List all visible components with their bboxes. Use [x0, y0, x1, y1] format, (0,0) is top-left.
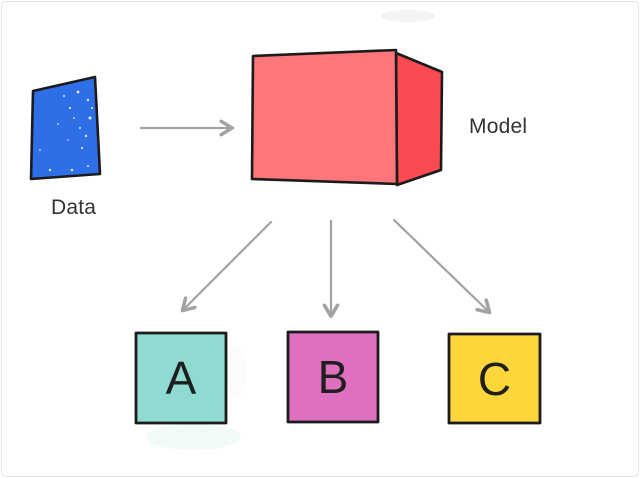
data-node-label: Data [51, 196, 97, 219]
output-box-b [286, 330, 380, 424]
output-box-a-shape [134, 331, 228, 425]
model-node [250, 48, 444, 187]
output-box-c-label: C [477, 352, 512, 405]
sketch-smudges [145, 10, 435, 450]
data-node [29, 75, 102, 181]
data-node-shape [29, 75, 102, 181]
output-box-c [447, 332, 542, 425]
arrow-model-to-c [392, 218, 492, 315]
output-box-b-shape [286, 330, 380, 424]
output-box-c-shape [447, 332, 542, 425]
arrow-model-to-a [180, 220, 273, 313]
sketch-speckles [39, 90, 93, 172]
model-node-front-face [250, 48, 399, 186]
output-box-a-label: A [165, 352, 197, 404]
model-node-label: Model [469, 115, 528, 138]
output-box-a [134, 331, 228, 425]
model-node-side-face [394, 51, 444, 187]
output-box-b-label: B [317, 351, 349, 403]
